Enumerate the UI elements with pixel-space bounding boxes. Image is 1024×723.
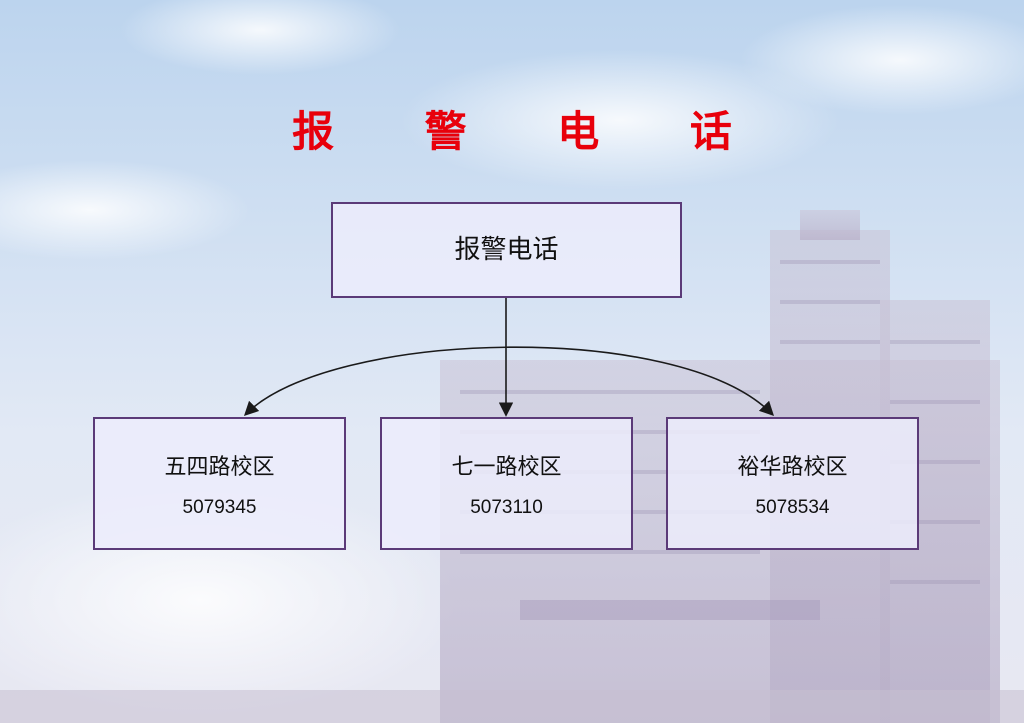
page-title: 报 警 电 话 [292,107,770,156]
campus-node-wusi: 五四路校区 5079345 [93,417,346,550]
arrow-curve-sides [243,346,775,417]
campus-name: 七一路校区 [451,455,562,480]
campus-phone: 5073110 [470,497,543,518]
root-node: 报警电话 [331,202,682,298]
campus-node-qiyi: 七一路校区 5073110 [380,417,633,550]
campus-phone: 5079345 [182,497,257,518]
campus-name: 裕华路校区 [737,455,848,480]
campus-node-yuhua: 裕华路校区 5078534 [666,417,919,550]
campus-name: 五四路校区 [164,455,275,480]
campus-phone: 5078534 [755,497,830,518]
root-label: 报警电话 [454,235,559,265]
